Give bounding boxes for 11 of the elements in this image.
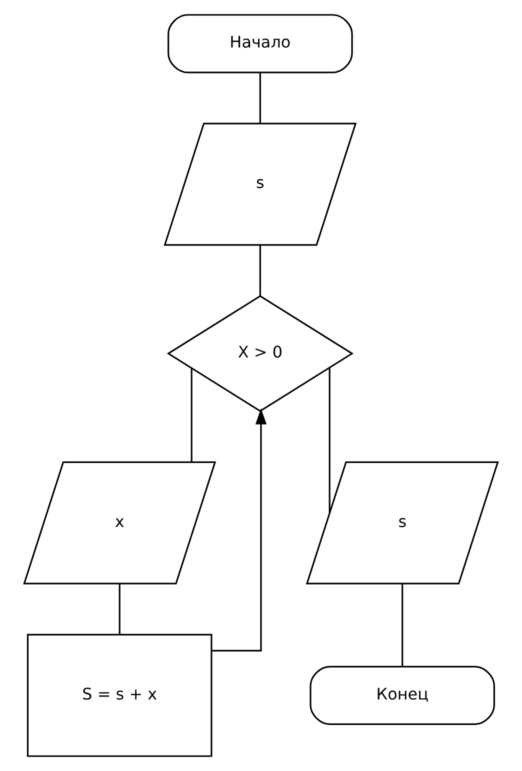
connector: [259, 245, 261, 296]
connector: [259, 72, 261, 124]
connector: [328, 368, 330, 513]
connector: [190, 368, 192, 462]
connector: [118, 584, 120, 635]
node-box: S = s + x: [26, 634, 212, 757]
connector: [402, 584, 404, 666]
node-diamond: X > 0: [166, 295, 354, 412]
node-box: Начало: [168, 14, 353, 74]
node-box: Конец: [310, 666, 496, 725]
arrow: [212, 408, 267, 652]
